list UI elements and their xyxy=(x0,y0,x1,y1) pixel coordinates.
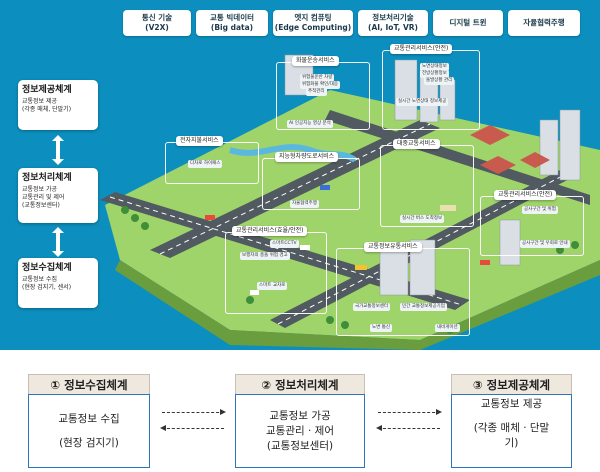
tech-tag-info-processing: 정보처리기술 (AI, IoT, VR) xyxy=(358,10,428,36)
flow-box-collect: 교통정보 수집 (현장 검지기) xyxy=(28,394,150,468)
chip: 내비게이션 xyxy=(435,324,460,332)
double-arrow-icon xyxy=(52,227,64,257)
service-traffic-management-safety-2: 교통관리서비스(안전) xyxy=(494,190,557,200)
card-line: 교통정보 제공 xyxy=(22,98,58,105)
chip: 스마트 교차로 xyxy=(257,282,288,290)
card-description: 교통정보 제공 (각종 매체, 단말기) xyxy=(22,98,94,114)
flow-header-provide: ③ 정보제공체계 xyxy=(451,374,572,395)
service-e-payment: 전자지불서비스 xyxy=(176,136,223,146)
service-traffic-management-efficiency: 교통관리서비스(효율/안전) xyxy=(232,226,308,236)
arrow-left-icon xyxy=(376,424,440,431)
its-illustration: 통신 기술 (V2X) 교통 빅데이터 (Big data) 엣지 컴퓨팅 (E… xyxy=(0,0,600,350)
tech-tag-big-data: 교통 빅데이터 (Big data) xyxy=(196,10,268,36)
frame-traffic-info xyxy=(336,248,470,336)
flow-header-collect: ① 정보수집체계 xyxy=(28,374,150,395)
service-freight: 화물운송서비스 xyxy=(292,56,339,66)
tech-tag-title: 자율협력주행 xyxy=(523,18,565,27)
tech-tag-subtitle: (Edge Computing) xyxy=(274,23,352,32)
card-line: 교통정보 가공 xyxy=(22,186,58,193)
flow-line: 기) xyxy=(504,437,519,449)
card-info-processing: 정보처리체계 교통정보 가공 교통관리 및 제어 (교통정보센터) xyxy=(18,168,98,223)
flow-box-process: 교통정보 가공 교통관리 · 제어 (교통정보센터) xyxy=(235,394,365,468)
arrow-right-icon xyxy=(162,408,226,415)
city-scene xyxy=(100,54,600,350)
chip: 돌발상황 관리 xyxy=(424,77,455,85)
chip: 노변 통신 xyxy=(370,324,392,332)
tech-tag-title: 통신 기술 xyxy=(141,13,173,22)
card-line: (현장 검지기, 센서) xyxy=(22,284,72,291)
chip: 국가교통정보센터 xyxy=(353,303,391,311)
flow-line: 교통정보 가공 xyxy=(269,409,331,422)
chip: 민간 교통정보제공기업 xyxy=(400,303,447,311)
flow-line: (교통정보센터) xyxy=(266,439,334,452)
service-traffic-info-distribution: 교통정보유통서비스 xyxy=(364,242,422,252)
flow-line: (현장 검지기) xyxy=(59,436,119,449)
card-line: 교통관리 및 제어 xyxy=(22,194,65,201)
chip: 실시간 노면상태 정보제공 xyxy=(396,98,449,106)
chip: 전방상황정보 xyxy=(420,70,449,78)
card-title: 정보수집체계 xyxy=(22,263,72,273)
chip: 실시간 버스 도착정보 xyxy=(400,215,445,223)
card-title: 정보처리체계 xyxy=(22,173,72,183)
chip: 위험물운반 차량 xyxy=(300,74,335,82)
tech-tag-digital-twin: 디지털 트윈 xyxy=(433,10,503,36)
flow-line: 교통관리 · 제어 xyxy=(266,424,334,437)
frame-traffic-safety xyxy=(382,50,480,130)
tech-tag-title: 정보처리기술 xyxy=(372,13,414,22)
card-info-collection: 정보수집체계 교통정보 수집 (현장 검지기, 센서) xyxy=(18,258,98,308)
flow-line: 교통정보 수집 xyxy=(58,412,120,425)
arrow-left-icon xyxy=(160,424,224,431)
arrow-right-icon xyxy=(378,408,442,415)
tech-tag-v2x: 통신 기술 (V2X) xyxy=(123,10,191,36)
card-info-provision: 정보제공체계 교통정보 제공 (각종 매체, 단말기) xyxy=(18,80,98,130)
card-description: 교통정보 수집 (현장 검지기, 센서) xyxy=(22,276,94,292)
tech-tag-title: 디지털 트윈 xyxy=(449,18,487,27)
tech-tag-title: 엣지 컴퓨팅 xyxy=(294,13,332,22)
chip: 다차로 하이패스 xyxy=(188,160,223,168)
chip: 공사구간 및 위험 xyxy=(522,206,558,214)
tech-tag-autonomous-driving: 자율협력주행 xyxy=(508,10,580,36)
chip: 위험화물 확인/대응 xyxy=(300,81,341,89)
chip: 자율협력주행 xyxy=(290,200,319,208)
chip: 스마트CCTV xyxy=(270,240,299,248)
card-title: 정보제공체계 xyxy=(22,85,72,95)
flow-header-process: ② 정보처리체계 xyxy=(235,374,365,395)
chip: 노면상태정보 xyxy=(420,63,449,71)
service-public-transport: 대중교통서비스 xyxy=(393,139,440,149)
flow-line: (각종 매체 · 단말 xyxy=(473,422,550,434)
chip: 보행자의 충돌 위험 경고 xyxy=(240,252,290,260)
service-smart-vehicle-road: 지능형차량도로서비스 xyxy=(275,152,339,162)
chip: 공사구간 및 우회로 안내 xyxy=(520,240,570,248)
card-description: 교통정보 가공 교통관리 및 제어 (교통정보센터) xyxy=(22,186,94,210)
flow-line: 교통정보 제공 xyxy=(480,398,543,410)
tech-tag-title: 교통 빅데이터 xyxy=(209,13,254,22)
card-line: (교통정보센터) xyxy=(22,202,60,209)
tech-tag-subtitle: (AI, IoT, VR) xyxy=(368,23,418,32)
chip: 추적관리 xyxy=(306,88,327,96)
chip: AI 인공지능 영상 분석 xyxy=(287,120,333,128)
tech-tag-edge-computing: 엣지 컴퓨팅 (Edge Computing) xyxy=(273,10,353,36)
flow-box-provide: 교통정보 제공 (각종 매체 · 단말 기) xyxy=(451,394,572,468)
double-arrow-icon xyxy=(52,135,64,165)
card-line: (각종 매체, 단말기) xyxy=(22,106,72,113)
card-line: 교통정보 수집 xyxy=(22,276,58,283)
tech-tag-subtitle: (Big data) xyxy=(210,23,254,32)
tech-tag-subtitle: (V2X) xyxy=(145,23,169,32)
service-traffic-management-safety: 교통관리서비스(안전) xyxy=(390,44,453,54)
